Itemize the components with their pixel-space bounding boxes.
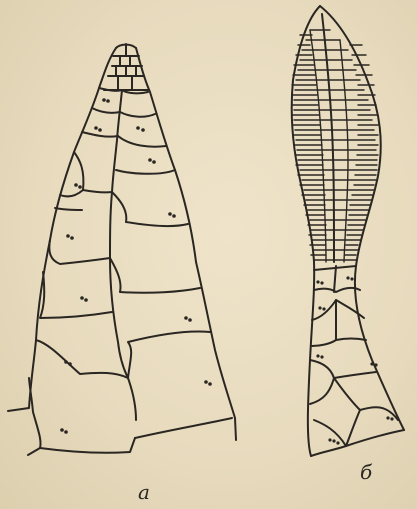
panel-a-nuclei (60, 98, 212, 434)
panel-a-drawing (8, 44, 236, 455)
panel-a-label: a (138, 482, 150, 502)
panel-b-nuclei (316, 276, 393, 444)
panel-b-drawing (292, 6, 404, 456)
panel-b-label: б (360, 462, 372, 482)
